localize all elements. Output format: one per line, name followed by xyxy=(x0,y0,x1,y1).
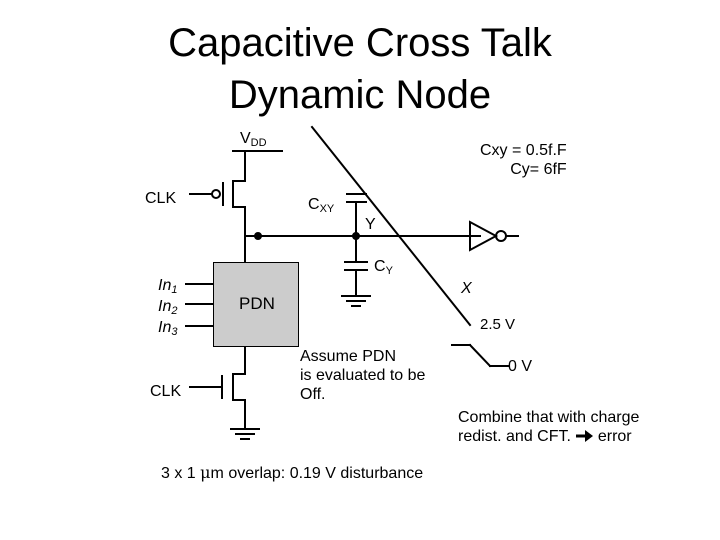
node-x-label: X xyxy=(461,280,472,297)
cy-sub: Y xyxy=(385,265,393,277)
dyn-node-dot xyxy=(254,232,262,240)
assume-line-1: Assume PDN xyxy=(300,348,397,365)
cap-values-line-2: Cy= 6fF xyxy=(510,161,567,178)
in2-label: In2 xyxy=(158,298,177,317)
assume-line-3: Off. xyxy=(300,386,326,403)
overlap-post: m overlap: 0.19 V disturbance xyxy=(210,465,424,482)
combine-line-2-text: redist. and CFT. xyxy=(458,428,571,445)
in2-sub: 2 xyxy=(171,305,178,317)
arrow-right-icon xyxy=(576,430,594,442)
title-line-1: Capacitive Cross Talk xyxy=(168,21,552,65)
in3-label: In3 xyxy=(158,319,177,338)
clk-top-label: CLK xyxy=(145,190,177,207)
cy-main: C xyxy=(374,258,386,275)
waveform-edge xyxy=(468,343,492,368)
in1-label: In1 xyxy=(158,277,177,296)
overlap-mu: μ xyxy=(200,463,211,482)
overlap-note: 3 x 1 μm overlap: 0.19 V disturbance xyxy=(161,463,423,483)
inverter-body xyxy=(469,220,499,252)
in3-sub: 3 xyxy=(171,326,178,338)
assumption-note: Assume PDN is evaluated to be Off. xyxy=(300,347,425,404)
cxy-sub: XY xyxy=(319,203,335,215)
in1-main: In xyxy=(158,277,172,294)
voltage-high-label: 2.5 V xyxy=(480,316,516,333)
capacitance-values: Cxy = 0.5f.F Cy= 6fF xyxy=(480,141,567,179)
in3-main: In xyxy=(158,319,172,336)
pdn-block: PDN xyxy=(213,262,299,347)
pmos-gate-bubble xyxy=(211,189,221,199)
cy-label: CY xyxy=(374,258,393,277)
combine-line-2: redist. and CFT. error xyxy=(458,427,639,446)
overlap-pre: 3 x 1 xyxy=(161,465,201,482)
cap-values-line-1: Cxy = 0.5f.F xyxy=(480,142,567,159)
vdd-label: VDD xyxy=(240,130,267,149)
cxy-label: CXY xyxy=(308,196,334,215)
aggressor-line-x xyxy=(310,125,472,327)
combine-note: Combine that with charge redist. and CFT… xyxy=(458,408,639,446)
pdn-label: PDN xyxy=(239,294,275,313)
node-y-label: Y xyxy=(365,216,376,233)
in2-main: In xyxy=(158,298,172,315)
vdd-main: V xyxy=(240,130,251,147)
in1-sub: 1 xyxy=(171,284,178,296)
combine-line-2-end: error xyxy=(593,428,632,445)
clk-bottom-label: CLK xyxy=(150,383,182,400)
vdd-sub: DD xyxy=(250,137,267,149)
cxy-main: C xyxy=(308,196,320,213)
assume-line-2: is evaluated to be xyxy=(300,367,426,384)
voltage-low-label: 0 V xyxy=(508,358,533,375)
combine-line-1: Combine that with charge xyxy=(458,409,640,426)
title-line-2: Dynamic Node xyxy=(228,73,492,117)
